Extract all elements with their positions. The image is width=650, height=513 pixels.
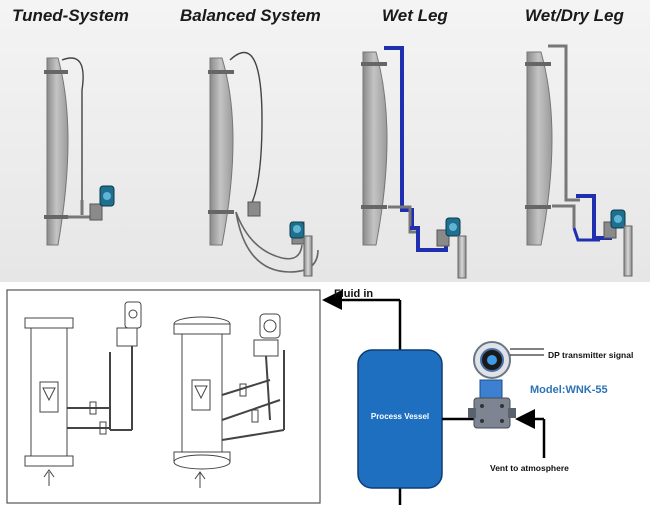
process-vessel-label: Process Vessel [370, 412, 430, 421]
tuned-system-illustration [44, 57, 115, 246]
dp-signal-label: DP transmitter signal [548, 350, 634, 360]
fluid-in-label: Fluid in [334, 288, 374, 300]
balanced-system-illustration [208, 51, 319, 277]
title-wet-leg: Wet Leg [382, 6, 448, 25]
model-label: Model:WNK-55 [530, 384, 608, 396]
wet-leg-illustration [361, 46, 467, 279]
dp-transmitter-schematic [322, 290, 546, 505]
vent-label: Vent to atmosphere [490, 463, 569, 473]
title-wet-dry-leg: Wet/Dry Leg [525, 6, 624, 25]
wet-dry-leg-illustration [525, 44, 633, 277]
flow-column-line-drawing [6, 289, 321, 504]
title-tuned-system: Tuned-System [12, 6, 129, 25]
title-balanced-system: Balanced System [180, 6, 321, 25]
